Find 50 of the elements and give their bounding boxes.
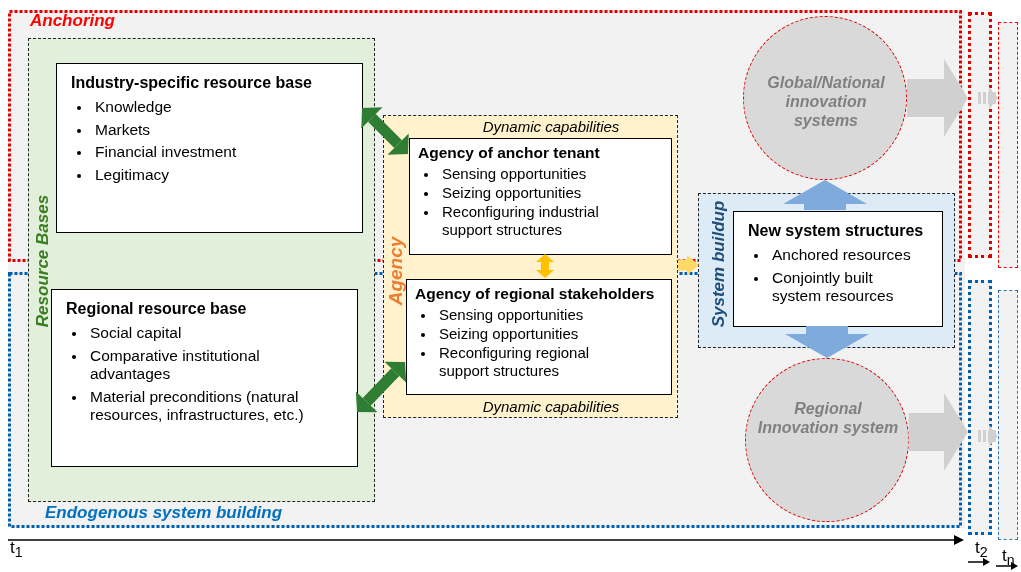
bullet-item: Social capital [90,324,182,341]
double-arrow [536,254,554,278]
bullet-item: Knowledge [95,98,172,115]
group-caption: Dynamic capabilities [482,117,620,135]
group-title: System buildup [709,200,729,328]
bullet-item: Legitimacy [95,165,170,183]
bullet-item: Material preconditions (natural resources, infrastructures, etc.) [90,387,304,424]
group-title: Agency [385,236,407,306]
group-panel [28,38,375,502]
arrow [978,425,998,447]
arrow [978,87,998,109]
bullet-item: Reconfiguring regional support structures [439,344,590,379]
bullet-item: Comparative institutional advantages [90,346,260,383]
bullet-item: Sensing opportunities [439,306,584,323]
group-panel [383,115,678,418]
bullet-item: Reconfiguring industrial support structures [442,203,599,238]
content-card [733,211,943,327]
arrow [908,393,968,471]
arrow [678,255,699,275]
bullet-item: Seizing opportunities [442,184,582,201]
bullet-item: Markets [95,120,151,138]
bullet-item: Financial investment [95,143,237,161]
content-card [409,138,672,255]
time-column [998,290,1018,540]
content-card [406,279,672,395]
time-column [968,12,992,258]
region-title: Endogenous system building [45,503,283,523]
bullet-item: Seizing opportunities [439,325,579,342]
group-caption: Dynamic capabilities [482,397,620,415]
group-panel [698,193,955,348]
group-title: Resource Bases [33,194,53,328]
card-heading: Agency of anchor tenant [418,144,601,162]
content-card [56,63,363,233]
circle-label: Regional Innovation system [756,399,900,438]
card-heading: Agency of regional stakeholders [415,285,656,303]
time-column [968,280,992,535]
bullet-item: Conjointly built system resources [772,268,894,305]
content-card [51,289,358,467]
bullet-item: Sensing opportunities [442,165,587,182]
circle-label: Global/National innovation systems [766,73,886,131]
bullet-item: Anchored resources [772,246,911,263]
time-column [998,22,1018,268]
double-arrow [358,104,412,158]
time-label: t$_{2}$ [975,538,988,561]
arrow [907,59,968,137]
card-heading: New system structures [748,222,925,240]
card-heading: Industry-specific resource base [71,74,313,92]
time-label: t$_{1}$ [10,538,23,561]
card-heading: Regional resource base [66,300,248,318]
region-title: Anchoring [30,11,115,31]
